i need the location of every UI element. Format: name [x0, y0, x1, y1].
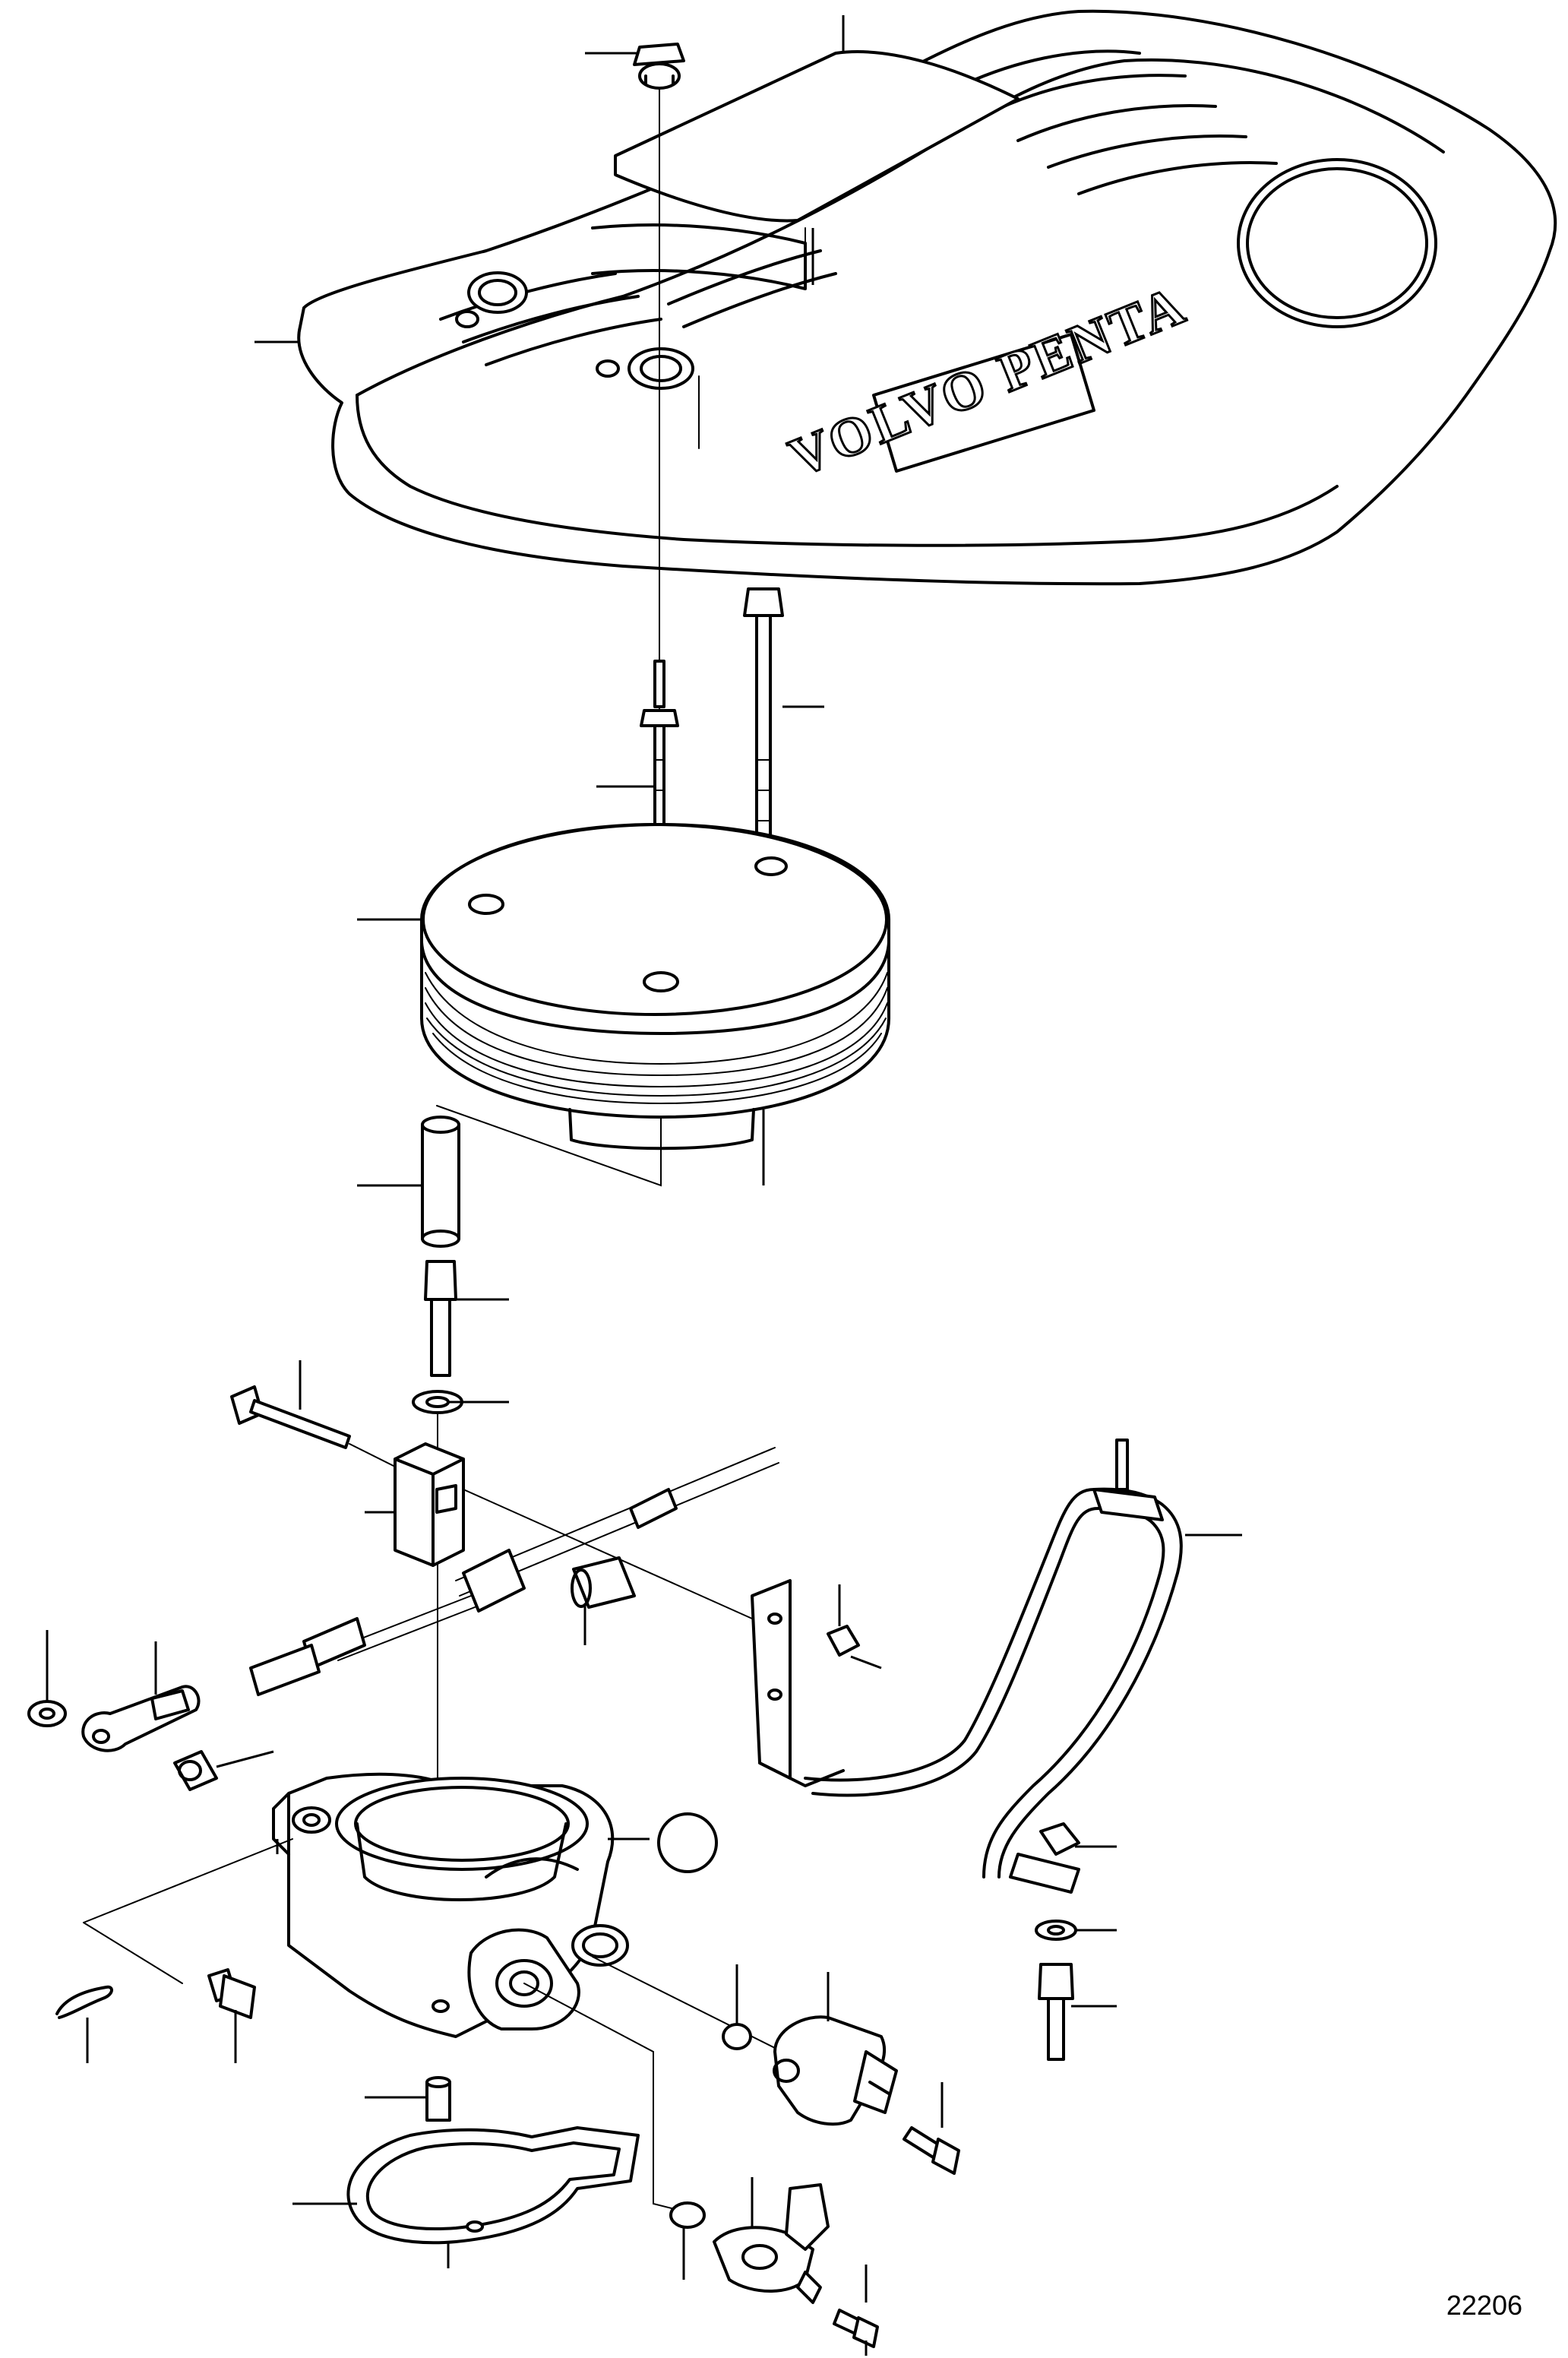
air-filter [420, 823, 890, 1151]
sensor-screw-lower [833, 2309, 879, 2348]
long-bolt [743, 587, 784, 868]
spring-clip [55, 1985, 113, 2019]
throttle-gasket [346, 2126, 640, 2245]
bracket-nut [827, 1625, 860, 1657]
pipe-nut [1039, 1822, 1080, 1856]
seal-ring-right [722, 2023, 752, 2050]
throttle-body [272, 1772, 629, 2038]
cable-bushing [571, 1556, 636, 1609]
pipe-washer [1035, 1920, 1077, 1941]
pressure-sensor [773, 2015, 898, 2126]
clamp-block [394, 1442, 465, 1567]
stud-bolt [424, 1260, 457, 1377]
pipe-bracket [804, 1439, 1183, 1894]
engine-cover: VOLVO PENTA [297, 9, 1557, 586]
figure-number: 22206 [1446, 2290, 1522, 2321]
leader-lines [46, 15, 1242, 2356]
pipe-stud [1038, 1963, 1074, 2061]
mounting-bracket [751, 1579, 845, 1787]
spacer-sleeve [421, 1116, 460, 1248]
bush-nut [173, 1750, 218, 1791]
ball-joint [81, 1685, 201, 1752]
position-sensor [713, 2183, 830, 2304]
throttle-cable [249, 1447, 779, 1696]
washer-left [27, 1700, 67, 1727]
sensor-screw-right [903, 2126, 960, 2175]
seal-ring-lower [669, 2201, 706, 2229]
screw-plug [207, 1968, 256, 2019]
oil-filler-cap [633, 43, 685, 90]
dowel-pin [425, 2076, 451, 2122]
clamp-bolt [230, 1385, 351, 1449]
reference-circle [657, 1812, 718, 1873]
